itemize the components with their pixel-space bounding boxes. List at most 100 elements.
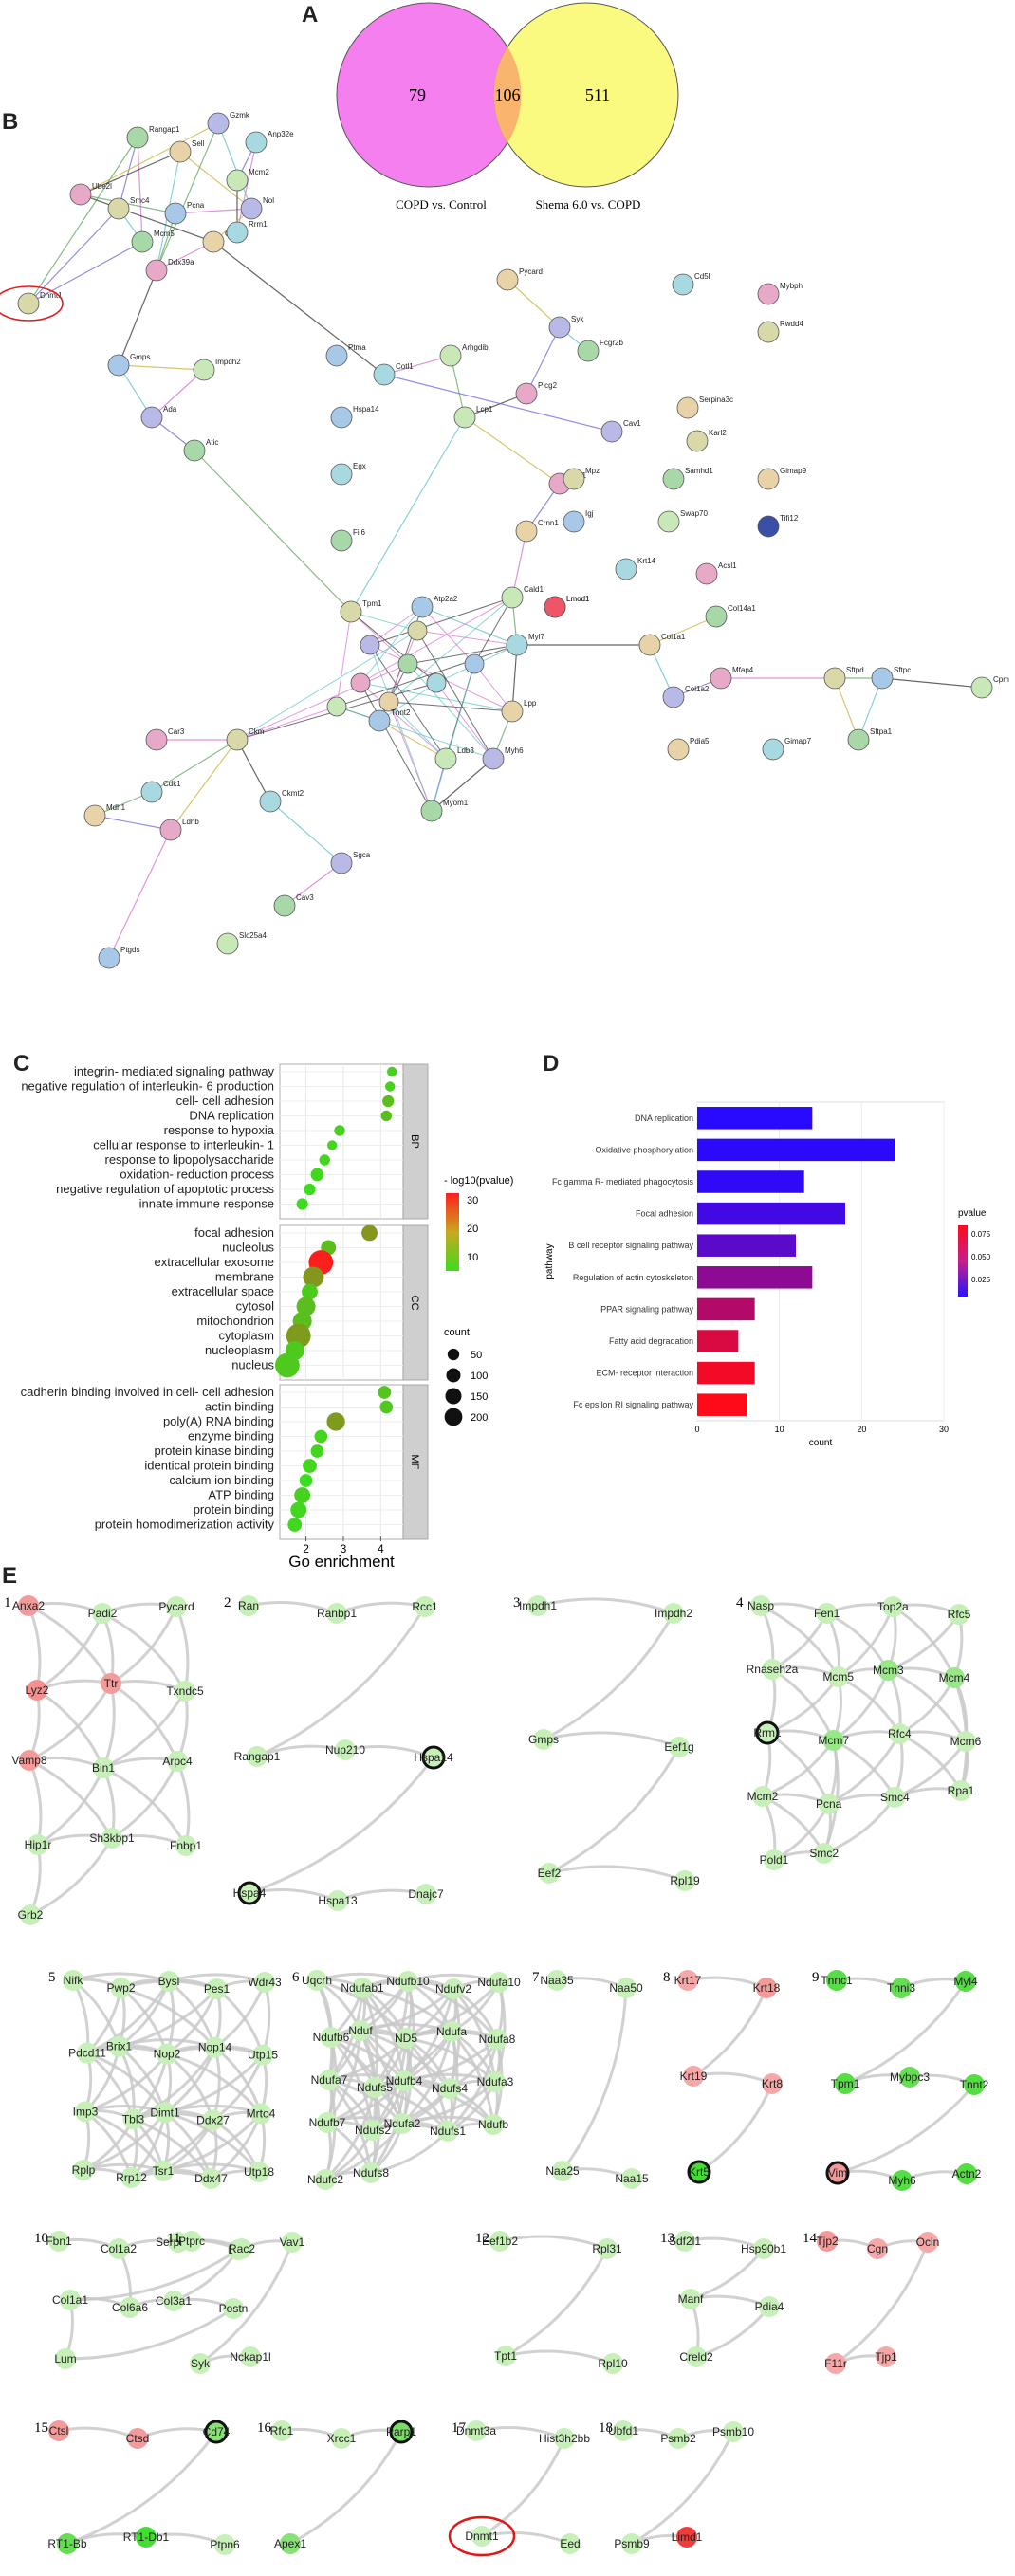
module-node: [533, 1729, 554, 1750]
module-node: [167, 1751, 188, 1772]
network-edge: [350, 611, 409, 665]
network-node-label: Atp2a2: [434, 595, 458, 603]
module-node: [762, 2073, 783, 2094]
module-node-label: Sdf2l1: [669, 2235, 701, 2248]
module-node-label: Actn2: [952, 2167, 982, 2180]
module-node: [93, 1757, 114, 1778]
module-edge: [323, 2087, 377, 2181]
module-number: 10: [34, 2231, 48, 2246]
module-node: [223, 2298, 244, 2319]
module-number: 6: [292, 1970, 300, 1985]
module-node: [120, 2167, 142, 2188]
pathway-label: Fc gamma R- mediated phagocytosis: [552, 1177, 694, 1187]
x-axis-title: count: [809, 1438, 833, 1448]
module-node: [437, 2121, 458, 2142]
network-node-label: Tpm1: [362, 599, 382, 608]
network-node-label: Lcp1: [476, 405, 493, 414]
module-edge: [28, 1689, 41, 1761]
network-node-label: Sftpa1: [870, 727, 893, 736]
module-node: [57, 2533, 78, 2554]
module-node: [175, 1681, 195, 1702]
pathway-label: DNA replication: [635, 1113, 693, 1123]
module-node-label: Hspa14: [414, 1751, 453, 1764]
panel-c-letter: C: [13, 1051, 30, 1076]
network-node-label: Igj: [585, 509, 594, 518]
network-edge: [236, 141, 257, 233]
module-node-label: Ubfd1: [608, 2424, 638, 2438]
facet-label: BP: [409, 1134, 420, 1149]
module-node: [238, 1595, 259, 1616]
network-node-label: Krt14: [637, 557, 656, 565]
network-node-label: Ckmt2: [282, 789, 304, 798]
module-node-label: Ndufb7: [309, 2116, 346, 2129]
module-node-label: Rpl10: [598, 2357, 628, 2370]
network-edge: [94, 815, 172, 831]
pathway-bar: [697, 1393, 747, 1416]
module-node: [759, 2296, 780, 2317]
module-node: [867, 2238, 888, 2259]
network-edge: [118, 269, 157, 366]
x-tick-label: 0: [694, 1425, 699, 1434]
module-node-label: Ndufb10: [386, 1975, 430, 1988]
module-node: [252, 2044, 273, 2066]
module-edge: [132, 2117, 212, 2180]
network-node: [407, 620, 428, 641]
module-node: [495, 2346, 516, 2366]
go-term-dot: [382, 1095, 395, 1108]
network-edge: [350, 611, 437, 684]
network-edge: [194, 450, 352, 613]
x-tick-label: 10: [775, 1425, 784, 1434]
module-node-label: Krt18: [753, 1981, 781, 1995]
module-node-label: Smc2: [809, 1847, 839, 1860]
network-node: [140, 406, 163, 429]
venn-right-label: Shema 6.0 vs. COPD: [536, 197, 641, 212]
module-node: [73, 2160, 94, 2180]
go-term-dot: [310, 1444, 324, 1458]
network-node: [169, 140, 192, 163]
module-node: [882, 1596, 904, 1617]
module-node: [249, 2162, 269, 2182]
network-edge: [212, 241, 385, 376]
network-node-label: Serpina3c: [699, 396, 733, 404]
module-node: [683, 2066, 704, 2087]
module-node-label: Mcm4: [939, 1671, 970, 1684]
module-node-label: Col1a2: [101, 2242, 137, 2255]
facet-strip: [402, 1384, 429, 1540]
module-edge: [164, 2104, 262, 2115]
go-term-label: nucleus: [231, 1358, 274, 1372]
go-term-dot: [380, 1110, 392, 1122]
x-tick-label: 2: [303, 1542, 309, 1555]
module-node: [891, 1978, 912, 1998]
module-node-label: Pcna: [816, 1797, 842, 1811]
module-node-label: Fbn1: [46, 2235, 72, 2248]
network-node-label: Cdk1: [163, 780, 181, 788]
module-node: [331, 2428, 352, 2449]
module-node: [686, 2346, 707, 2367]
size-legend-dot: [446, 1368, 461, 1383]
go-term-dot: [303, 1459, 317, 1473]
network-edge: [507, 279, 561, 328]
module-node: [552, 2161, 573, 2181]
go-term-label: nucleolus: [222, 1241, 274, 1255]
network-edge: [431, 758, 494, 812]
color-legend-bar: [958, 1225, 968, 1297]
network-edge: [360, 597, 513, 684]
module-node: [818, 1794, 840, 1814]
network-node-label: Plcg2: [538, 381, 558, 390]
module-node: [20, 1904, 41, 1925]
network-edge: [416, 630, 518, 646]
network-node-label: Fil6: [353, 528, 365, 537]
module-node: [876, 2346, 896, 2367]
go-term-label: negative regulation of interleukin- 6 pr…: [21, 1079, 274, 1094]
network-node: [350, 672, 371, 693]
go-term-label: ATP binding: [208, 1488, 274, 1502]
go-term-label: DNA replication: [189, 1109, 274, 1123]
module-edge: [887, 1668, 968, 1742]
go-term-label: extracellular space: [172, 1284, 274, 1298]
module-node-label: Pwp2: [106, 1981, 135, 1995]
network-edge: [407, 663, 494, 760]
module-node-label: Arpc4: [162, 1755, 193, 1768]
color-legend-title: pvalue: [958, 1208, 987, 1219]
x-tick-label: 3: [341, 1542, 347, 1555]
